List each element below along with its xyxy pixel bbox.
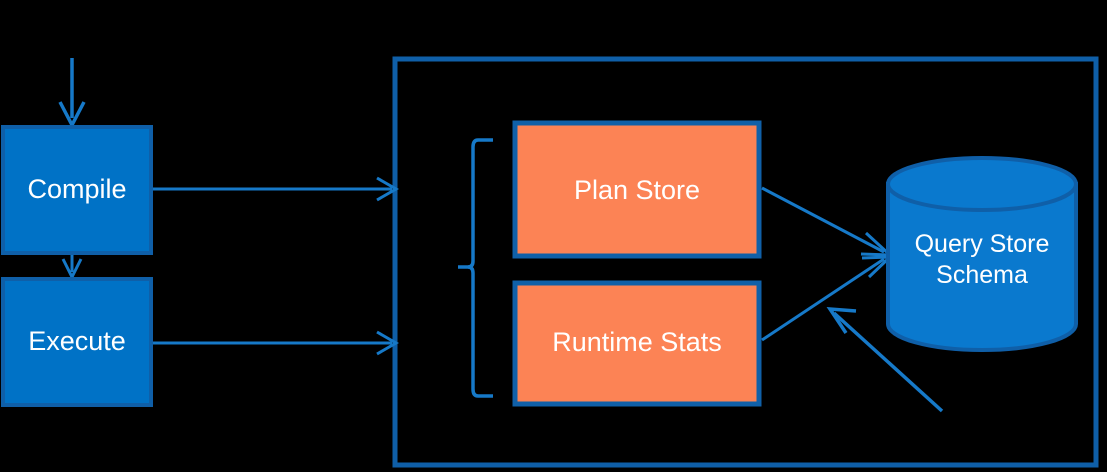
- query-store-schema-label-line1: Query Store: [914, 230, 1050, 258]
- input-to-compile-arrow: [58, 58, 86, 129]
- execute-box[interactable]: [1, 277, 153, 407]
- query-store-schema-label-line2: Schema: [936, 260, 1028, 289]
- grouping-bracket: [458, 138, 493, 398]
- external-to-schema-arrow: [826, 306, 944, 413]
- compile-to-execute-arrow: [61, 254, 83, 281]
- query-store-boundary: [392, 56, 1099, 468]
- runtime-stats-to-schema-arrow: [761, 255, 894, 342]
- plan-store-box[interactable]: [512, 120, 762, 259]
- compile-box[interactable]: [1, 125, 153, 255]
- compile-to-boundary-arrow: [152, 176, 399, 202]
- execute-to-boundary-arrow: [152, 330, 399, 356]
- runtime-stats-box[interactable]: [512, 280, 762, 407]
- query-store-schema-cylinder[interactable]: [886, 156, 1078, 352]
- plan-store-to-schema-arrow: [761, 186, 895, 257]
- query-store-schema-label: Query Store Schema: [888, 229, 1076, 290]
